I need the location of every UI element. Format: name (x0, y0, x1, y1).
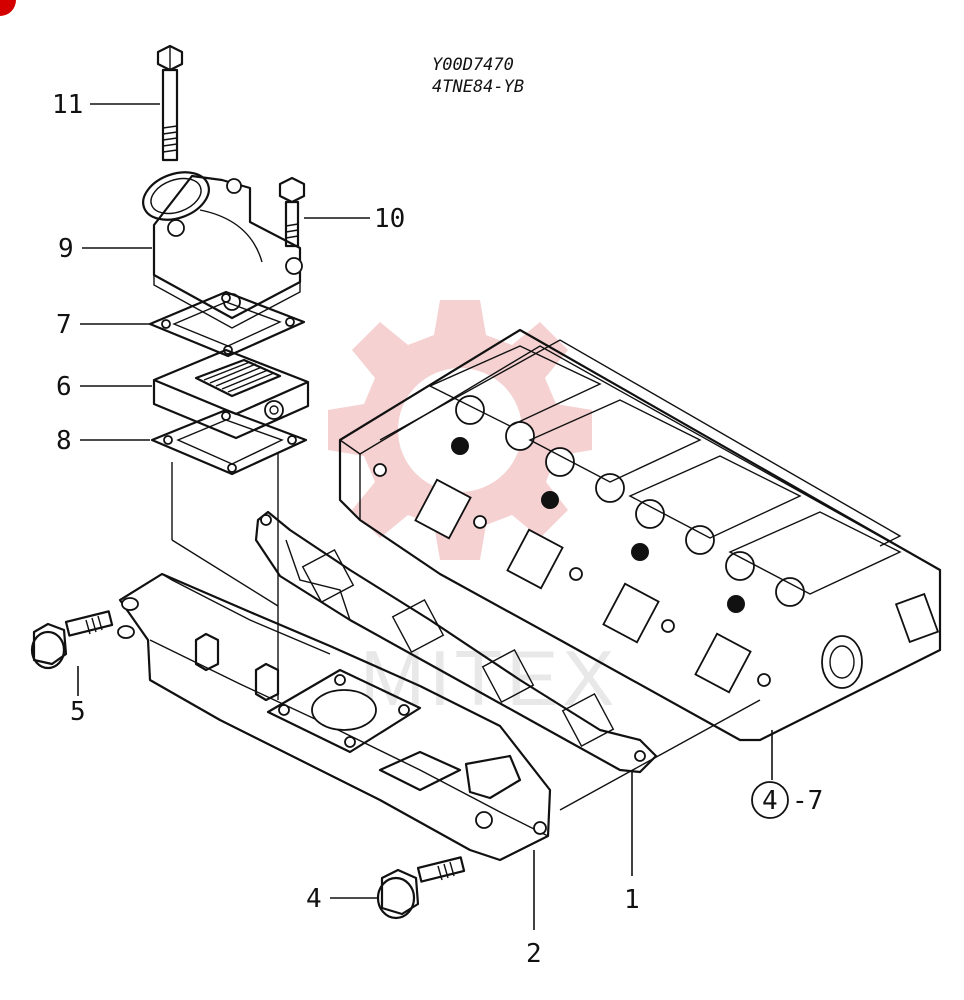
part-8-gasket (150, 408, 308, 476)
callout-11: 11 (52, 90, 83, 120)
callout-6: 6 (56, 372, 72, 402)
callout-2: 2 (526, 939, 542, 969)
part-6-heater (152, 348, 310, 440)
reference-callout: 4 -7 (751, 781, 823, 819)
engine-model: 4TNE84-YB (432, 77, 524, 97)
part-7-gasket (148, 290, 306, 358)
part-9-intake-elbow (142, 171, 303, 329)
part-10-bolt (278, 176, 306, 248)
part-1-manifold-gasket (254, 510, 658, 774)
part-2-intake-manifold (117, 572, 552, 862)
callout-5: 5 (70, 697, 86, 727)
part-11-bolt (156, 44, 184, 162)
assembly-guide-lines (171, 452, 761, 811)
part-5-flange-bolt (30, 610, 114, 670)
part-4-flange-bolt (376, 856, 466, 920)
reference-circle-number: 4 (762, 786, 778, 816)
reference-suffix: -7 (792, 786, 823, 816)
reference-code: Y00D7470 (432, 55, 514, 75)
callout-9: 9 (58, 234, 74, 264)
leader-lines (77, 103, 773, 930)
callout-7: 7 (56, 310, 72, 340)
callout-10: 10 (374, 204, 405, 234)
cylinder-head (338, 328, 942, 742)
callout-8: 8 (56, 426, 72, 456)
callout-4: 4 (306, 884, 322, 914)
corner-marker (0, 0, 16, 16)
callout-1: 1 (624, 885, 640, 915)
watermark-gear-icon (328, 300, 592, 560)
